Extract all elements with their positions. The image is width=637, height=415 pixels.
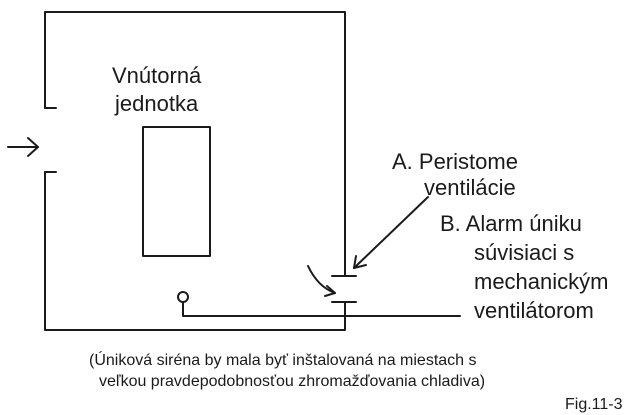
label-b-line2: súvisiaci s bbox=[474, 240, 575, 265]
airflow-arrow-icon bbox=[307, 265, 336, 297]
label-b-line1: B. Alarm úniku bbox=[440, 211, 582, 236]
note-line2: veľkou pravdepodobnosťou zhromažďovania … bbox=[99, 373, 486, 390]
indoor-unit-title-line1: Vnútorná bbox=[112, 63, 202, 88]
indoor-unit-title-line2: jednotka bbox=[115, 91, 199, 116]
label-b-line4: ventilátorom bbox=[474, 298, 594, 323]
leak-alarm-sensor-icon bbox=[177, 291, 189, 303]
label-b-line3: mechanickým bbox=[474, 269, 609, 294]
figure-label: Fig.11-3 bbox=[565, 396, 623, 413]
room-wall-outline bbox=[44, 11, 346, 331]
indoor-unit-title: Vnútorná jednotka bbox=[112, 62, 201, 118]
entry-arrow-icon bbox=[7, 137, 39, 157]
label-a-line2: ventilácie bbox=[424, 175, 516, 200]
note-line1: (Úniková siréna by mala byť inštalovaná … bbox=[89, 352, 477, 369]
sensor-wire bbox=[182, 301, 461, 317]
label-a-line1: A. Peristome bbox=[392, 149, 518, 174]
indoor-unit-box bbox=[142, 126, 211, 257]
pointer-arrow-a bbox=[353, 196, 429, 269]
